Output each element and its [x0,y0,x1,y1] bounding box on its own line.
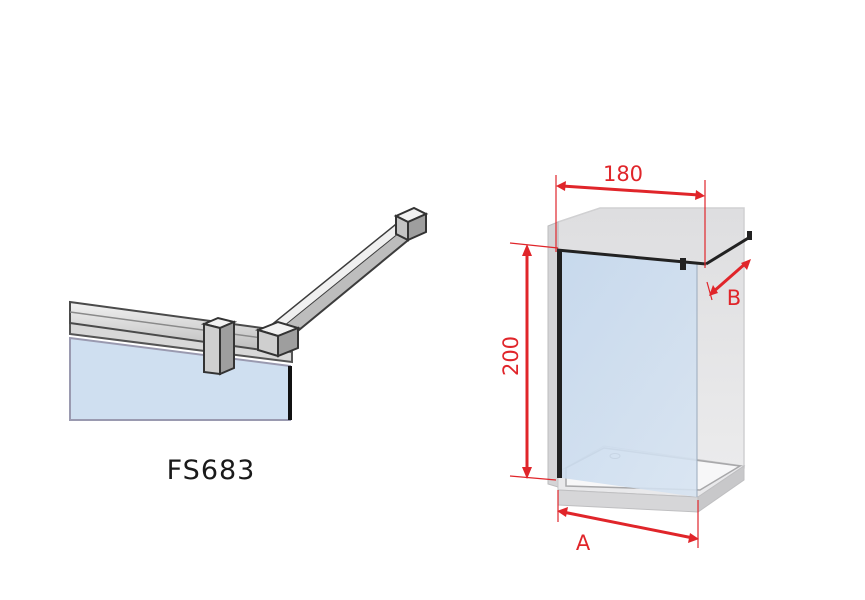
dimension-a-label: A [576,531,591,555]
stabiliser-bar-detail [69,206,429,421]
shower-diagram [547,207,752,513]
dimension-lines [509,175,751,548]
wall-profile [557,250,562,478]
corner-connector [254,320,302,358]
glass-clamp [200,316,238,376]
width-dimension-line [561,184,700,197]
dimension-b-line [712,261,747,294]
height-dimension-label: 200 [499,336,523,376]
wall-mount-cap [393,206,429,242]
product-code-label: FS683 [167,455,256,486]
dimension-a-line [562,510,694,540]
side-wall [547,221,559,488]
width-dimension-label: 180 [603,162,643,186]
stabiliser-arm [705,235,751,266]
glass-panel [562,252,697,497]
dimension-b-label: B [727,286,741,310]
